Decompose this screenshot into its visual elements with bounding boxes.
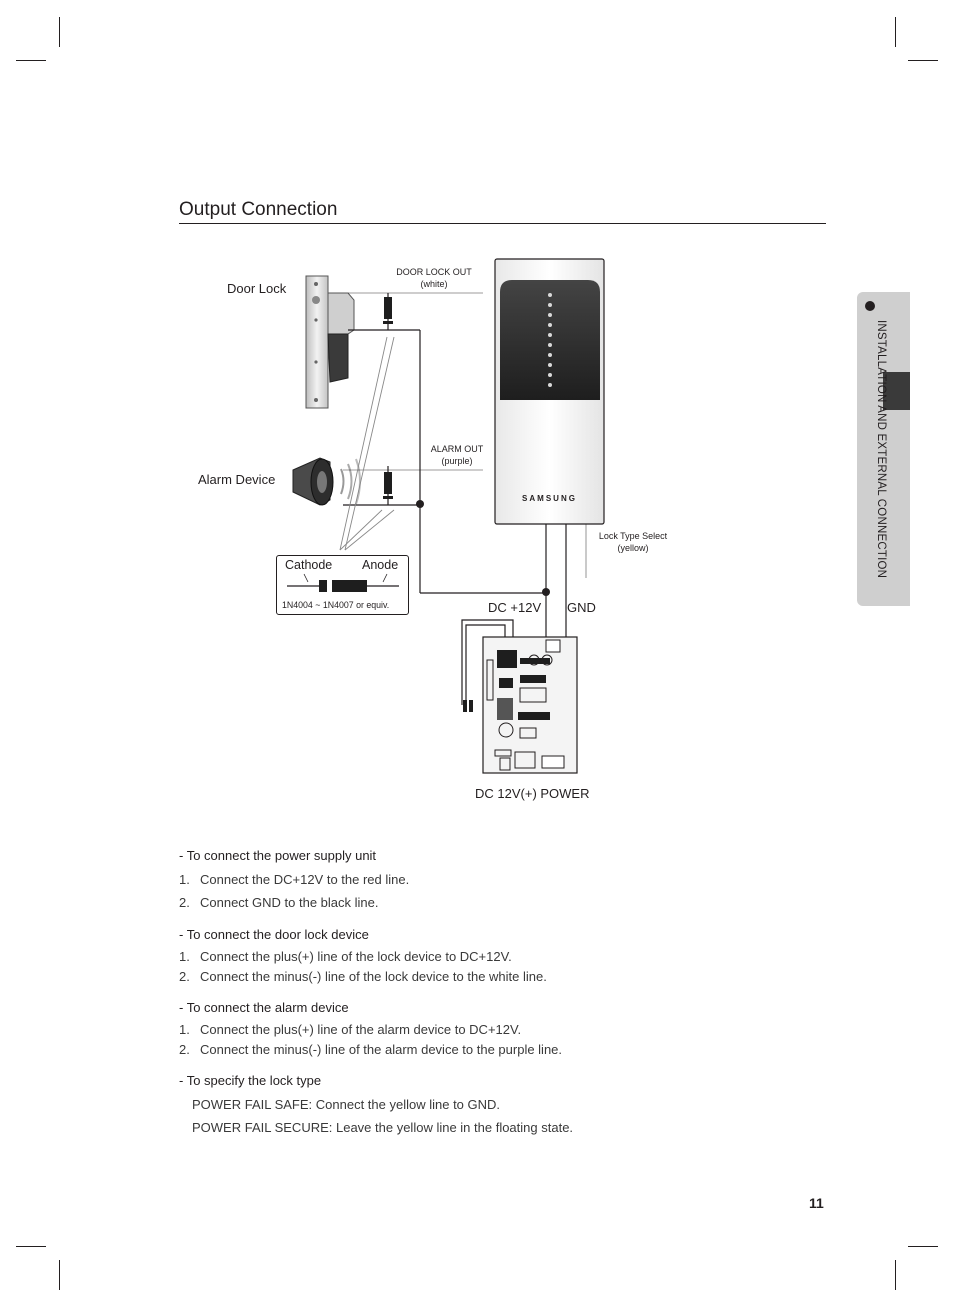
lock-type-select-text: Lock Type Select [598, 531, 668, 541]
crop-mark [16, 1246, 46, 1247]
diode-anode-label: Anode [362, 558, 399, 572]
step-list: 1. Connect the plus(+) line of the lock d… [179, 947, 819, 987]
list-item: 1. Connect the plus(+) line of the lock d… [179, 947, 819, 967]
step-number: 1. [179, 1022, 190, 1037]
alarm-out-label: ALARM OUT (purple) [407, 443, 507, 467]
diode-cathode-label: Cathode [285, 558, 333, 572]
section-door-lock: - To connect the door lock device 1. Conn… [179, 927, 819, 987]
crop-mark [16, 60, 46, 61]
section-heading: - To connect the door lock device [179, 927, 369, 942]
alarm-out-color: (purple) [441, 456, 473, 466]
wiring-diagram [292, 258, 605, 774]
list-item: 2. Connect GND to the black line. [179, 891, 819, 914]
door-lock-illustration [305, 275, 355, 409]
step-number: 1. [179, 949, 190, 964]
step-text: Connect the minus(-) line of the alarm d… [200, 1042, 563, 1057]
section-alarm: - To connect the alarm device 1. Connect … [179, 1000, 819, 1060]
step-text: Connect the minus(-) line of the lock de… [200, 969, 547, 984]
list-item: 2. Connect the minus(-) line of the alarm… [179, 1040, 819, 1060]
door-diode [383, 293, 393, 330]
dc12v-label: DC +12V [488, 600, 542, 615]
list-item: 2. Connect the minus(-) line of the lock … [179, 967, 819, 987]
step-number: 2. [179, 1042, 190, 1057]
side-tab-bullet [865, 301, 875, 311]
lock-type-line: POWER FAIL SAFE: Connect the yellow line… [192, 1097, 501, 1112]
section-heading: - To specify the lock type [179, 1073, 322, 1088]
crop-mark [908, 1246, 938, 1247]
step-text: Connect the plus(+) line of the lock dev… [200, 949, 512, 964]
card-reader-illustration [494, 258, 605, 525]
step-number: 2. [179, 895, 190, 910]
title-rule [179, 223, 826, 224]
list-item: 1. Connect the DC+12V to the red line. [179, 868, 819, 891]
door-lock-label: Door Lock [227, 281, 287, 296]
diode-part-number: 1N4004 ~ 1N4007 or equiv. [282, 600, 390, 610]
crop-mark [895, 17, 896, 47]
power-label: DC 12V(+) POWER [475, 786, 590, 801]
door-lock-out-color: (white) [420, 279, 448, 289]
side-tab-label: INSTALLATION AND EXTERNAL CONNECTION [875, 320, 887, 579]
step-text: Connect GND to the black line. [200, 895, 379, 910]
section-heading: - To connect the alarm device [179, 1000, 349, 1015]
alarm-device-label: Alarm Device [198, 472, 276, 487]
diode-symbol [287, 573, 399, 592]
gnd-label: GND [567, 600, 596, 615]
page-title: Output Connection [179, 199, 338, 220]
crop-mark [59, 1260, 60, 1290]
step-text: Connect the DC+12V to the red line. [200, 872, 410, 887]
step-text: Connect the plus(+) line of the alarm de… [200, 1022, 522, 1037]
section-lock-type: - To specify the lock type POWER FAIL SA… [179, 1073, 819, 1139]
power-supply-board-illustration [482, 636, 578, 774]
diode-legend: Cathode Anode 1N4004 ~ 1N4007 or equiv. [276, 555, 409, 615]
door-lock-out-text: DOOR LOCK OUT [396, 267, 472, 277]
lock-type-line: POWER FAIL SECURE: Leave the yellow line… [192, 1120, 574, 1135]
crop-mark [895, 1260, 896, 1290]
instructions: - To connect the power supply unit 1. Con… [179, 848, 819, 1139]
step-number: 1. [179, 872, 190, 887]
page-number: 11 [809, 1195, 824, 1211]
alarm-out-text: ALARM OUT [430, 444, 484, 454]
side-tab [857, 292, 910, 606]
section-heading: - To connect the power supply unit [179, 848, 377, 863]
step-number: 2. [179, 969, 190, 984]
alarm-diode [383, 466, 393, 505]
crop-mark [908, 60, 938, 61]
door-lock-out-label: DOOR LOCK OUT (white) [384, 266, 484, 290]
side-tab-marker [883, 372, 910, 410]
step-list: 1. Connect the DC+12V to the red line. 2.… [179, 868, 819, 914]
alarm-device-illustration [292, 457, 361, 506]
brand-logo: SAMSUNG [522, 494, 577, 503]
crop-mark [59, 17, 60, 47]
lock-type-select-label: Lock Type Select (yellow) [583, 530, 683, 554]
lock-type-select-color: (yellow) [617, 543, 649, 553]
list-item: 1. Connect the plus(+) line of the alarm … [179, 1020, 819, 1040]
step-list: 1. Connect the plus(+) line of the alarm … [179, 1020, 819, 1060]
section-power: - To connect the power supply unit 1. Con… [179, 848, 819, 914]
